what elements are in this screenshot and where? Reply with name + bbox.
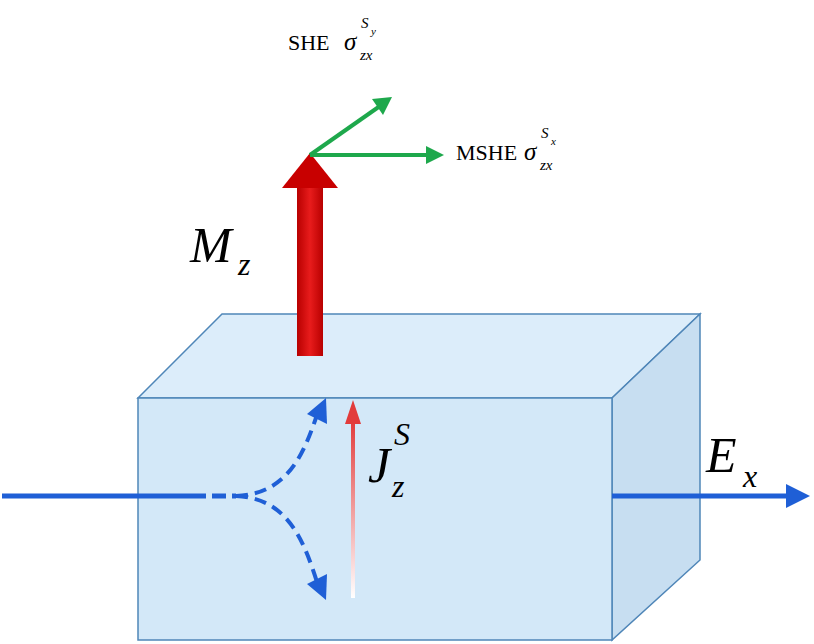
spin-arrow [310, 106, 380, 155]
arrowhead [307, 574, 327, 600]
symbol: σ [524, 139, 536, 164]
effect-name: SHE [288, 32, 330, 54]
box-side [612, 314, 700, 640]
current-line [2, 494, 192, 499]
subscript: zx [360, 48, 373, 63]
superscript: S [361, 16, 369, 31]
subscript: zx [540, 158, 553, 173]
box-front [138, 398, 612, 640]
arrowhead [426, 146, 444, 164]
subscript: x [743, 460, 757, 492]
arrowhead [786, 484, 810, 508]
effect-name: MSHE [456, 142, 517, 164]
sub-superscript: y [371, 26, 376, 37]
symbol: M [190, 220, 232, 270]
arrowhead [372, 97, 392, 115]
magnetization-arrow [297, 186, 323, 356]
subscript: z [238, 248, 250, 280]
arrowhead [282, 153, 338, 188]
symbol: J [368, 440, 390, 490]
subscript: z [392, 470, 404, 502]
superscript: S [394, 418, 410, 450]
sub-superscript: x [551, 136, 556, 147]
symbol: σ [344, 29, 356, 54]
symbol: E [706, 430, 737, 480]
deflect-up [236, 412, 318, 496]
deflect-down [236, 496, 318, 585]
superscript: S [541, 126, 549, 141]
box-top [138, 314, 700, 398]
field-arrow [612, 494, 788, 499]
spin-arrow [310, 153, 428, 157]
current-dashed [192, 494, 236, 499]
spin-current-arrow [351, 420, 355, 598]
arrowhead [345, 400, 361, 424]
arrowhead [307, 398, 327, 424]
